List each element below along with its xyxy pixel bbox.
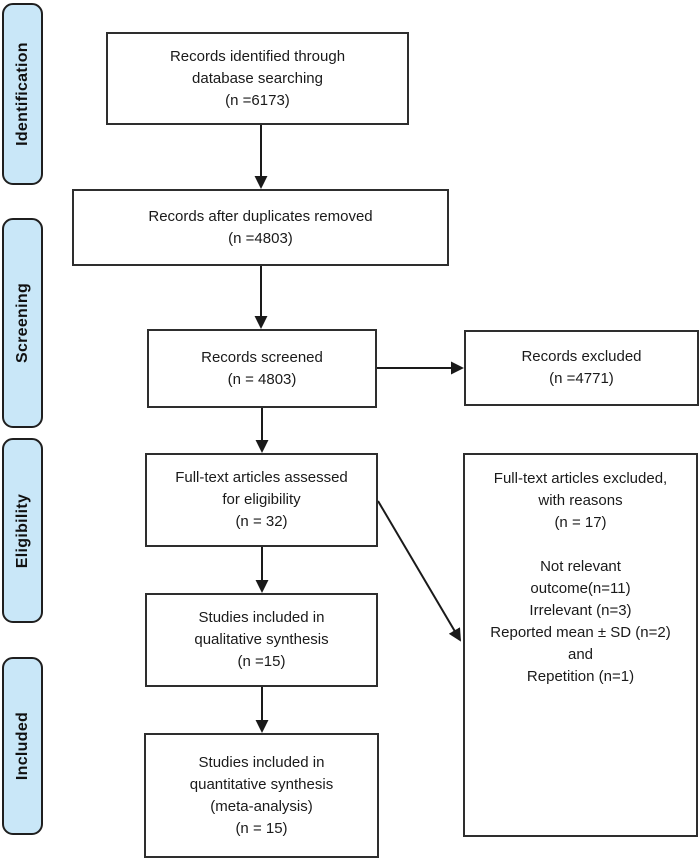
stage-label-included: Included — [2, 657, 43, 835]
box-line: Full-text articles assessed — [175, 469, 348, 486]
stage-label-screening-text: Screening — [13, 282, 31, 364]
box-quantitative-synthesis: Studies included in quantitative synthes… — [144, 733, 379, 858]
box-fulltext-assessed: Full-text articles assessed for eligibil… — [145, 453, 378, 547]
box-fulltext-excluded: Full-text articles excluded, with reason… — [463, 453, 698, 837]
box-line: (n = 32) — [235, 513, 288, 530]
box-line: (n =6173) — [225, 91, 290, 109]
box-qualitative-synthesis: Studies included in qualitative synthesi… — [145, 593, 378, 687]
box-line: quantitative synthesis — [189, 775, 334, 793]
box-line: Irrelevant (n=3) — [529, 602, 632, 619]
box-records-screened: Records screened (n = 4803) — [147, 329, 377, 408]
stage-label-included-text: Included — [13, 711, 31, 781]
box-line: Records screened — [201, 348, 323, 366]
box-line: with reasons — [538, 492, 623, 509]
box-line-blank — [465, 534, 696, 556]
stage-label-eligibility: Eligibility — [2, 438, 43, 623]
stage-label-identification: Identification — [2, 3, 43, 185]
box-line: (n =15) — [237, 653, 286, 670]
box-line: Not relevant — [540, 558, 621, 575]
box-line: (n = 15) — [235, 819, 288, 837]
box-records-excluded: Records excluded (n =4771) — [464, 330, 699, 406]
box-duplicates-removed: Records after duplicates removed (n =480… — [72, 189, 449, 266]
box-line: qualitative synthesis — [194, 631, 329, 648]
box-line: Records identified through — [169, 47, 346, 65]
box-line: for eligibility — [222, 491, 301, 508]
arrow-fulltext-to-fulltext-excluded — [377, 500, 461, 642]
box-line: Studies included in — [198, 753, 325, 771]
box-line: (n = 4803) — [227, 370, 297, 388]
stage-label-identification-text: Identification — [13, 42, 31, 146]
box-line: (meta-analysis) — [210, 797, 313, 815]
box-line: (n = 17) — [554, 514, 607, 531]
box-records-identified: Records identified through database sear… — [106, 32, 409, 125]
box-line: Studies included in — [198, 609, 325, 626]
box-line: Reported mean ± SD (n=2) — [490, 624, 671, 641]
box-line: database searching — [192, 69, 323, 87]
box-line: Records after duplicates removed — [148, 207, 373, 225]
box-line: (n =4771) — [549, 370, 614, 387]
stage-label-screening: Screening — [2, 218, 43, 428]
box-line: (n =4803) — [228, 229, 293, 247]
box-line: outcome(n=11) — [530, 580, 631, 597]
box-line: Records excluded — [521, 348, 642, 365]
box-line: Repetition (n=1) — [526, 668, 635, 685]
box-line: Full-text articles excluded, — [493, 470, 668, 487]
stage-label-eligibility-text: Eligibility — [13, 493, 31, 568]
box-line: and — [567, 646, 594, 663]
